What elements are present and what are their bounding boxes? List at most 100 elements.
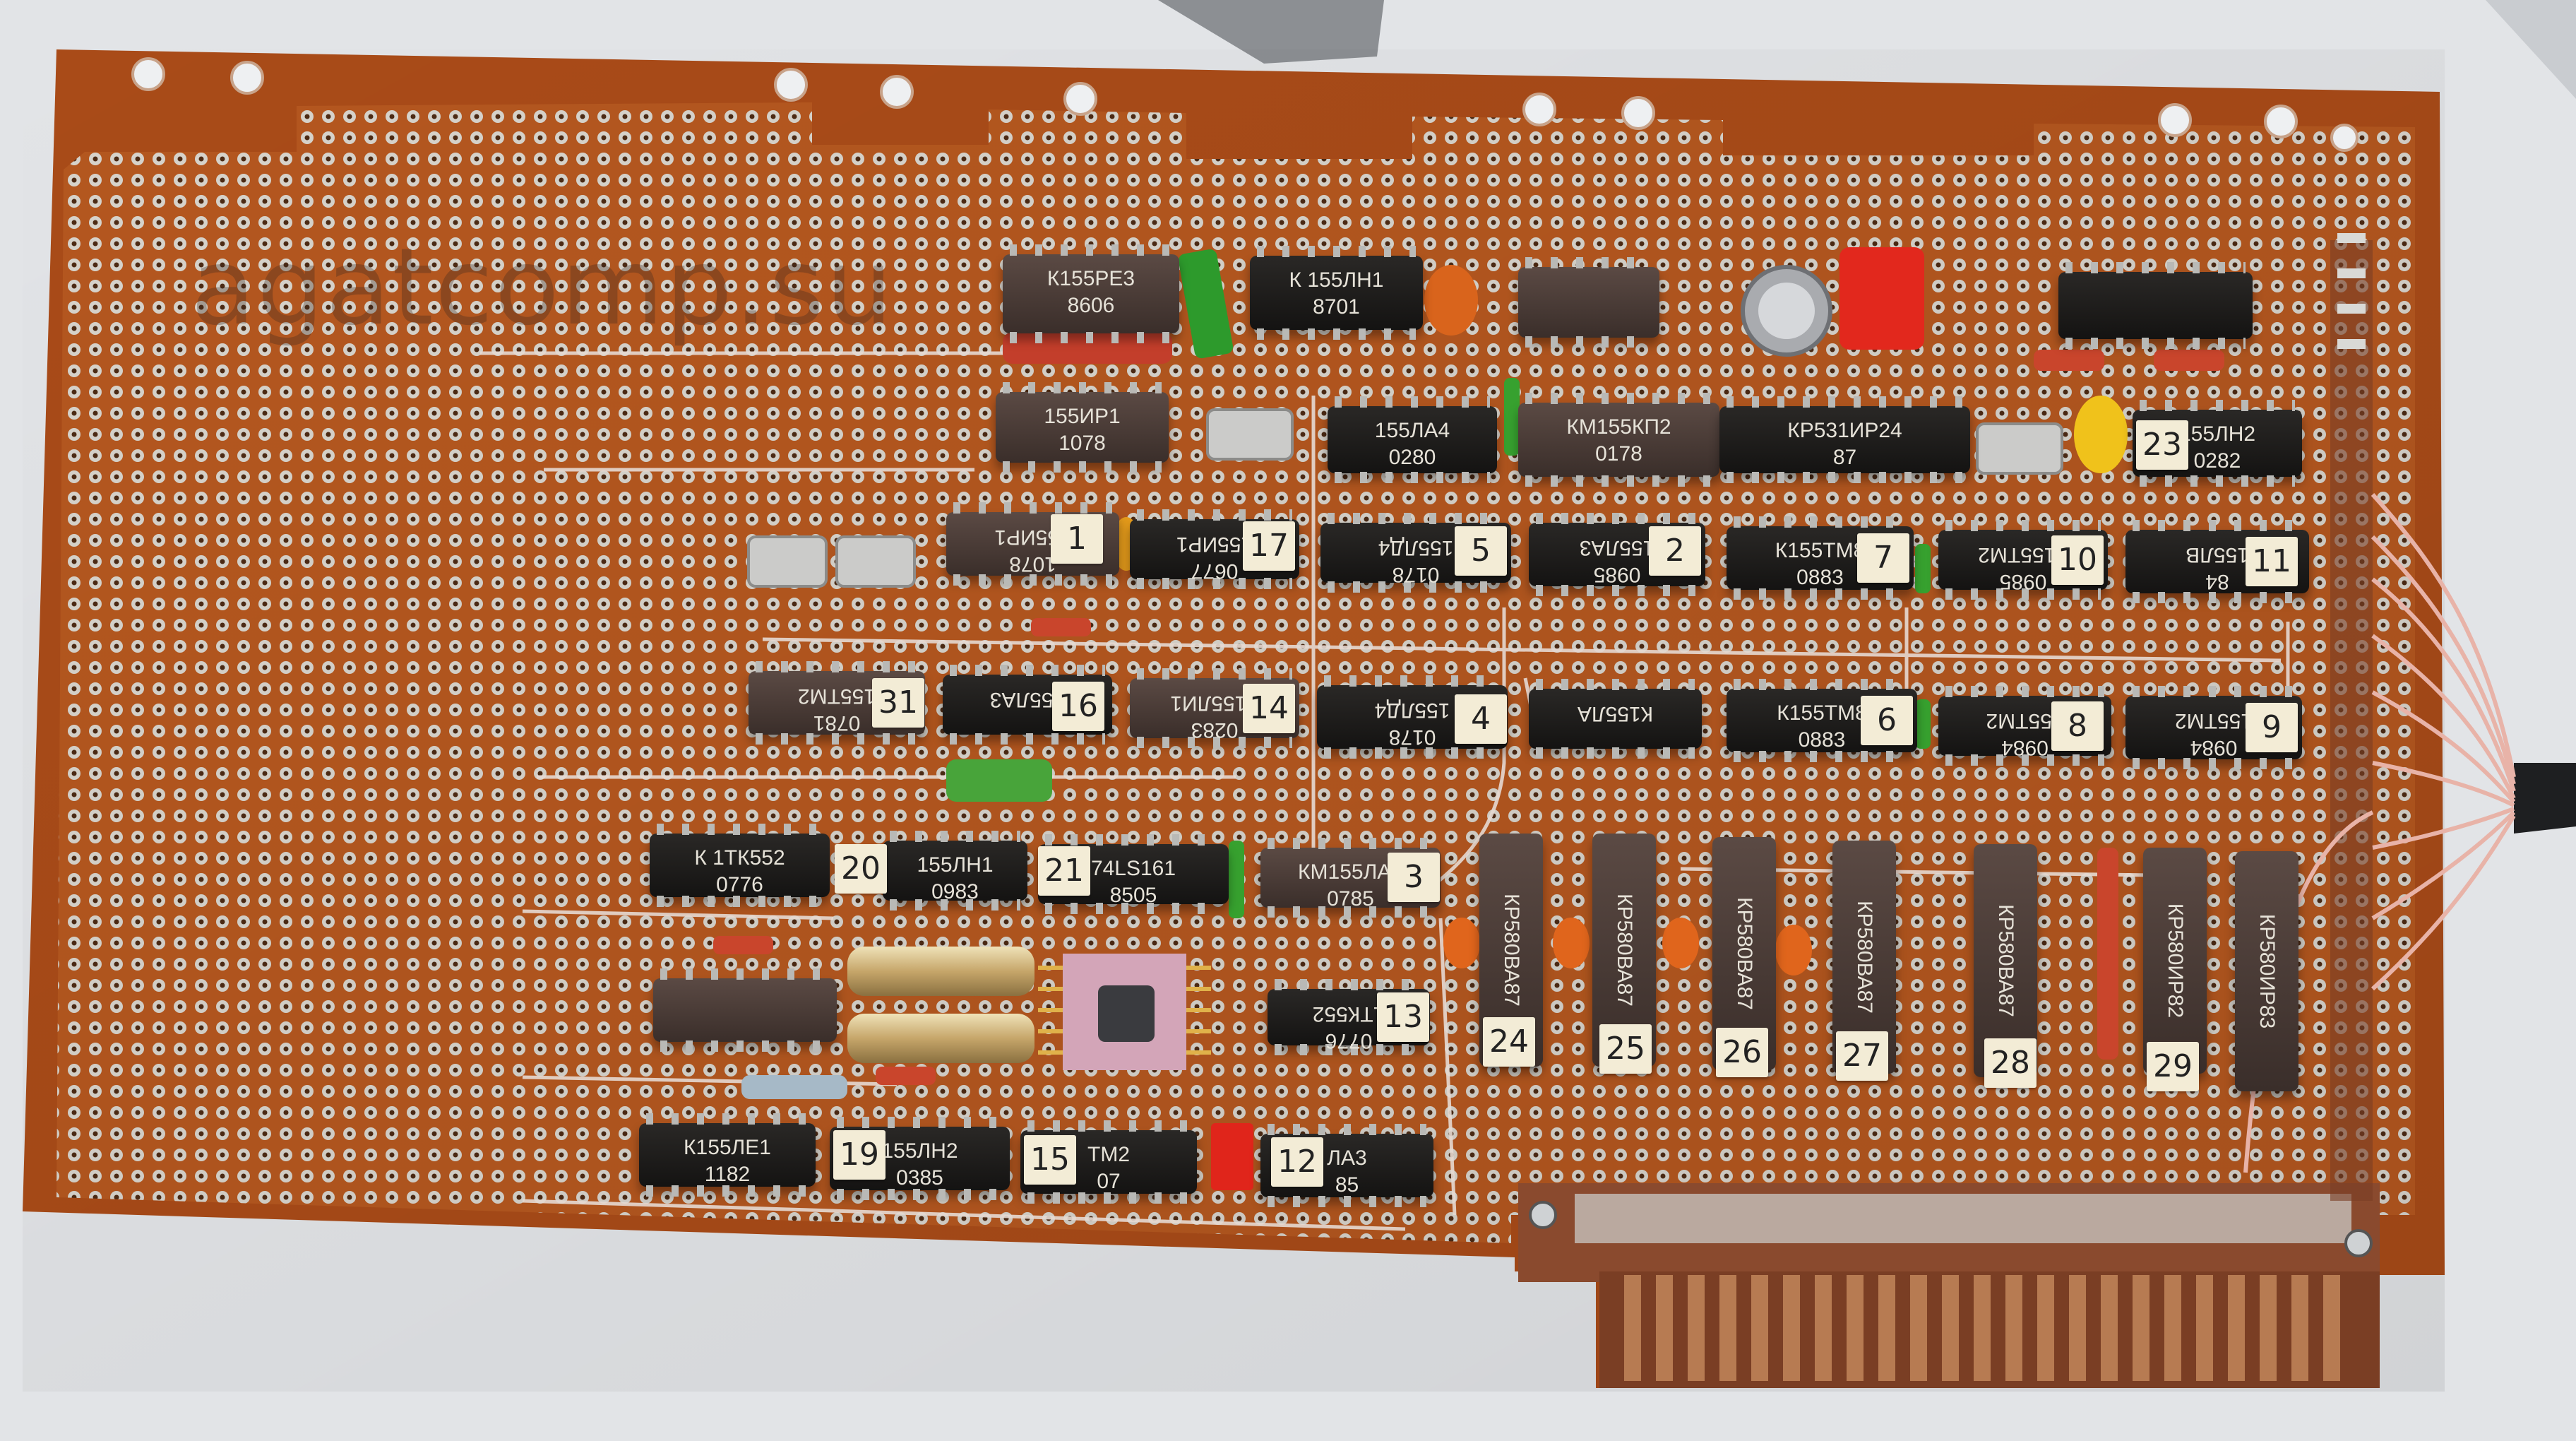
ic-marking-top: К155ТМ8 xyxy=(1777,701,1867,725)
ic-marking-top: КР580ВА87 xyxy=(1500,894,1523,1007)
ic-155la4: 155ЛА4 0280 xyxy=(1328,396,1497,483)
ic-marking-top: К 155ЛН1 xyxy=(1289,268,1384,292)
ic-kr531: КР531ИР24 87 xyxy=(1719,396,1970,483)
tag-12: 12 xyxy=(1271,1137,1323,1187)
tag-16: 16 xyxy=(1052,682,1104,731)
tag-25: 25 xyxy=(1599,1024,1652,1074)
ic-marking-top: ЛА3 xyxy=(1327,1146,1367,1170)
ic-marking-bottom: 0785 xyxy=(1327,887,1374,911)
ic-marking-bottom: 0776 xyxy=(716,873,763,896)
ic-20b: 155ЛН1 0983 xyxy=(883,831,1027,911)
ic-marking-top: 155ЛА4 xyxy=(1374,419,1450,442)
ic-marking-top: К155ТМ8 xyxy=(1775,539,1866,562)
ic-marking-bottom: 0282 xyxy=(2193,449,2241,473)
ic-marking-bottom: 1182 xyxy=(704,1163,751,1186)
crystal-oscillators xyxy=(747,408,2063,588)
side-pin-header xyxy=(2243,233,2516,1201)
ic-155ir1: 155ИР1 1078 xyxy=(996,382,1169,473)
ic-marking-top: 155ЛН1 xyxy=(917,853,994,877)
ic-marking-bottom: 87 xyxy=(1832,446,1857,469)
ic-marking-bottom: 0883 xyxy=(1798,728,1846,752)
ic-upper-middle xyxy=(1518,257,1659,348)
ic-marking-top: КР531ИР24 xyxy=(1787,419,1902,442)
metal-can-transistor xyxy=(1741,265,1832,357)
tag-28: 28 xyxy=(1984,1038,2037,1088)
watermark: agatcomp.su xyxy=(191,226,895,349)
red-trimmer xyxy=(1211,1123,1253,1190)
ic-19a: К155ЛЕ1 1182 xyxy=(639,1113,816,1197)
ic-marking-top: КР580ВА87 xyxy=(1613,894,1636,1007)
tag-17: 17 xyxy=(1243,521,1295,571)
ic-marking-bottom: 1078 xyxy=(1059,432,1106,455)
ribbon-cable-black xyxy=(2514,763,2576,834)
ic-marking-top: 155ЛН2 xyxy=(881,1139,958,1163)
tag-14: 14 xyxy=(1243,684,1295,733)
ic-marking-top: КР580ВА87 xyxy=(1733,897,1756,1010)
ceramic-flatpack-ic xyxy=(1038,954,1211,1070)
ic-marking-bottom: 85 xyxy=(1335,1173,1359,1197)
ic-marking-bottom: 8701 xyxy=(1313,295,1360,319)
ic-k155re3: К155РЕ3 8606 xyxy=(1003,244,1179,343)
ic-7: К155ТМ8 0883 xyxy=(1727,516,1914,600)
ic-marking-bottom: 07 xyxy=(1097,1170,1121,1193)
ic-km155kp2: КМ155КП2 0178 xyxy=(1518,393,1719,487)
ic-marking-top: КР580ИР83 xyxy=(2255,913,2279,1029)
tag-10: 10 xyxy=(2051,535,2104,585)
ic-marking-top: К 1ТК552 xyxy=(694,846,785,870)
tag-23: 23 xyxy=(2136,420,2188,470)
ic-marking-bottom: 0178 xyxy=(1595,442,1642,465)
ic-marking-top: К155ЛЕ1 xyxy=(684,1136,771,1159)
ic-marking-top: КР580ВА87 xyxy=(1994,904,2017,1017)
ic-marking-bottom: 0385 xyxy=(896,1166,943,1190)
gold-relays xyxy=(847,947,1034,1063)
tag-3: 3 xyxy=(1388,853,1440,902)
ic-marking-top: КМ155ЛА5 xyxy=(1298,860,1403,884)
tag-6: 6 xyxy=(1861,696,1913,745)
ic-marking-top: КР580ВА87 xyxy=(1853,901,1876,1014)
ic-marking-top: К155РЕ3 xyxy=(1046,267,1135,290)
ic-marking-top: 155ИР1 xyxy=(1044,405,1121,428)
ic-marking-bottom: 8606 xyxy=(1067,294,1115,317)
tag-2: 2 xyxy=(1649,526,1701,576)
ic-155ln1: К 155ЛН1 8701 xyxy=(1250,246,1423,340)
red-capacitor xyxy=(1839,247,1924,350)
tag-29: 29 xyxy=(2147,1042,2199,1091)
tag-11: 11 xyxy=(2246,537,2298,586)
tag-20: 20 xyxy=(835,844,887,894)
tag-21: 21 xyxy=(1038,846,1090,896)
ic-29: КР580ИР82 xyxy=(2143,848,2207,1074)
ic-30: КР580ИР83 xyxy=(2235,851,2298,1091)
ic-marking-top: ТМ2 xyxy=(1087,1143,1130,1166)
ic-marking-top: 155ЛН2 xyxy=(2178,422,2256,446)
tag-8: 8 xyxy=(2051,701,2104,751)
tag-31: 31 xyxy=(872,678,924,728)
ic-upper-right xyxy=(2058,262,2253,349)
tag-13: 13 xyxy=(1377,992,1429,1042)
tag-15: 15 xyxy=(1024,1135,1076,1185)
capacitors xyxy=(946,249,2128,976)
ic-20: К 1ТК552 0776 xyxy=(650,824,830,907)
background-cable-top xyxy=(1158,0,1384,64)
ic-marking-bottom: 8505 xyxy=(1109,884,1157,907)
background-object-right xyxy=(2486,0,2576,99)
ic-unlabeled xyxy=(653,968,837,1052)
tag-24: 24 xyxy=(1483,1017,1535,1067)
tag-9: 9 xyxy=(2246,703,2298,752)
ic-marking-bottom: 0883 xyxy=(1796,566,1844,589)
ic-marking-top: К155ЛА xyxy=(1577,702,1654,725)
tag-26: 26 xyxy=(1716,1028,1768,1077)
mounting-holes xyxy=(131,57,2359,152)
ic-marking-bottom: 0983 xyxy=(931,880,979,903)
tag-19: 19 xyxy=(833,1130,886,1180)
tag-27: 27 xyxy=(1836,1031,1888,1081)
ic-marking-bottom: 0280 xyxy=(1388,446,1436,469)
edge-connector xyxy=(1518,1183,2380,1388)
ic-k155la: К155ЛА xyxy=(1529,679,1702,759)
ic-marking-top: 74LS161 xyxy=(1090,857,1176,880)
tag-5: 5 xyxy=(1455,526,1507,576)
tag-7: 7 xyxy=(1857,533,1909,583)
ic-marking-top: КР580ИР82 xyxy=(2164,903,2187,1019)
ic-marking-top: КМ155КП2 xyxy=(1566,415,1671,439)
tag-1: 1 xyxy=(1051,514,1103,564)
